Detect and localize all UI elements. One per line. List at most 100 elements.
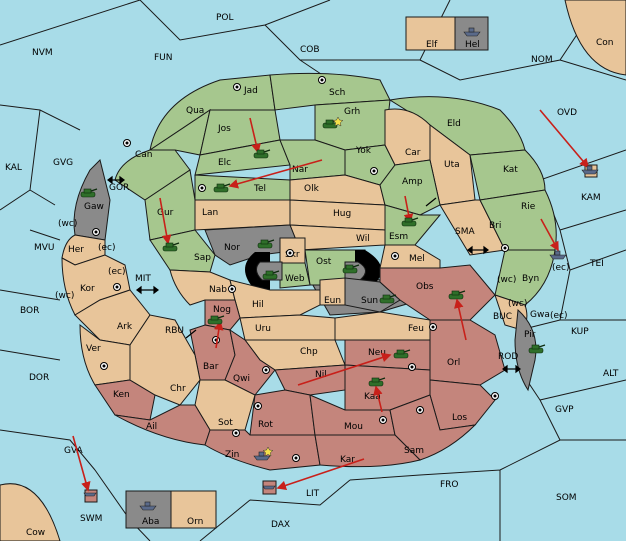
label-obs: Obs	[416, 282, 434, 292]
label-byn: Byn	[522, 274, 539, 284]
supply-center-icon	[318, 76, 326, 84]
label-nvm: NVM	[32, 48, 53, 58]
order-arrow	[249, 117, 261, 154]
province-her[interactable]	[61, 234, 106, 266]
order-arrow	[72, 435, 91, 492]
label-mit: MIT	[135, 274, 151, 284]
label-kat: Kat	[503, 165, 518, 175]
army-icon	[257, 239, 275, 249]
supply-center-icon	[370, 167, 378, 175]
province-kor[interactable]	[61, 254, 131, 316]
label-ovd: OVD	[557, 108, 577, 118]
label-tel: Tel	[253, 184, 266, 194]
province-elf[interactable]	[405, 16, 456, 51]
province-tel[interactable]	[194, 174, 291, 201]
label-amp: Amp	[402, 177, 423, 187]
province-kar[interactable]	[314, 434, 421, 468]
label-kaa: Kaa	[364, 392, 381, 402]
province-can[interactable]	[114, 149, 191, 201]
label-sot: Sot	[218, 418, 233, 428]
label-her: Her	[68, 245, 84, 255]
province-zin[interactable]	[204, 429, 321, 471]
label-orl: Orl	[447, 358, 460, 368]
label-kal: KAL	[5, 163, 22, 173]
label-kar: Kar	[340, 455, 355, 465]
army-icon	[393, 349, 411, 359]
province-sun[interactable]	[344, 277, 401, 313]
province-eld[interactable]	[388, 96, 526, 156]
label-nab: Nab	[209, 285, 227, 295]
label-con: Con	[596, 38, 614, 48]
label-lit: LIT	[306, 489, 320, 499]
star-icon	[262, 446, 274, 457]
supply-center-icon	[429, 323, 437, 331]
province-ail[interactable]	[114, 404, 211, 446]
supply-center-icon	[233, 83, 241, 91]
label-hil: Hil	[252, 300, 264, 310]
fleet-icon	[463, 27, 481, 37]
army-icon	[162, 242, 180, 252]
supply-center-icon	[416, 406, 424, 414]
army-icon	[213, 183, 231, 193]
label-dor: DOR	[29, 373, 49, 383]
army-icon	[207, 315, 225, 325]
order-arrows	[72, 109, 590, 492]
order-arrow	[539, 109, 590, 169]
label-her-ec: (ec)	[98, 243, 116, 253]
passage-arrows	[107, 175, 521, 374]
label-bor: BOR	[20, 306, 39, 316]
label-zin: Zin	[225, 450, 239, 460]
label-los: Los	[452, 413, 467, 423]
order-arrow	[403, 195, 414, 224]
label-neu: Neu	[368, 348, 386, 358]
province-mel[interactable]	[379, 244, 441, 269]
province-obs[interactable]	[379, 264, 496, 321]
province-hel[interactable]	[454, 16, 489, 51]
order-arrow	[228, 159, 323, 189]
label-esm: Esm	[389, 232, 408, 242]
label-bar: Bar	[203, 362, 219, 372]
label-sam: Sam	[404, 446, 424, 456]
armies	[80, 119, 546, 387]
supply-center-icon	[232, 429, 240, 437]
label-buc: BUC	[493, 312, 512, 322]
label-ver: Ver	[86, 344, 101, 354]
province-pir[interactable]	[514, 308, 537, 392]
label-rie: Rie	[521, 202, 536, 212]
label-gva: GVA	[64, 446, 84, 456]
province-orl[interactable]	[429, 319, 506, 386]
label-cow: Cow	[26, 528, 45, 538]
province-nil[interactable]	[274, 364, 346, 396]
label-mel: Mel	[409, 254, 425, 264]
label-jos: Jos	[217, 124, 231, 134]
province-gaw[interactable]	[73, 159, 111, 241]
label-qua: Qua	[186, 106, 204, 116]
label-orn: Orn	[187, 517, 203, 527]
label-nar: Nar	[292, 165, 308, 175]
label-kor: Kor	[80, 284, 95, 294]
label-mvu: MVU	[34, 243, 55, 253]
province-labels: Jad Sch Qua Jos Grh Eld Can Elc Nar Yok …	[55, 86, 570, 465]
supply-center-icon	[501, 244, 509, 252]
order-arrow	[159, 197, 172, 245]
label-pir: Pir	[524, 330, 536, 340]
supply-center-icon	[491, 392, 499, 400]
label-lan: Lan	[202, 208, 218, 218]
supply-center-icon	[113, 283, 121, 291]
label-kor-wc: (wc)	[55, 291, 74, 301]
province-ken[interactable]	[94, 379, 156, 421]
label-qwi: Qwi	[233, 374, 250, 384]
label-gor: GOR	[109, 183, 129, 193]
province-orn[interactable]	[170, 490, 217, 529]
label-cob: COB	[300, 45, 320, 55]
supply-center-icon	[212, 336, 220, 344]
province-qwi[interactable]	[224, 328, 276, 396]
label-sma: SMA	[455, 227, 475, 237]
order-arrow	[540, 218, 559, 252]
label-gur: Gur	[157, 208, 174, 218]
fleet-icon	[139, 501, 157, 511]
supply-center-icon	[123, 139, 131, 147]
supply-center-icon	[254, 402, 262, 410]
label-gaw: Gaw	[84, 202, 104, 212]
